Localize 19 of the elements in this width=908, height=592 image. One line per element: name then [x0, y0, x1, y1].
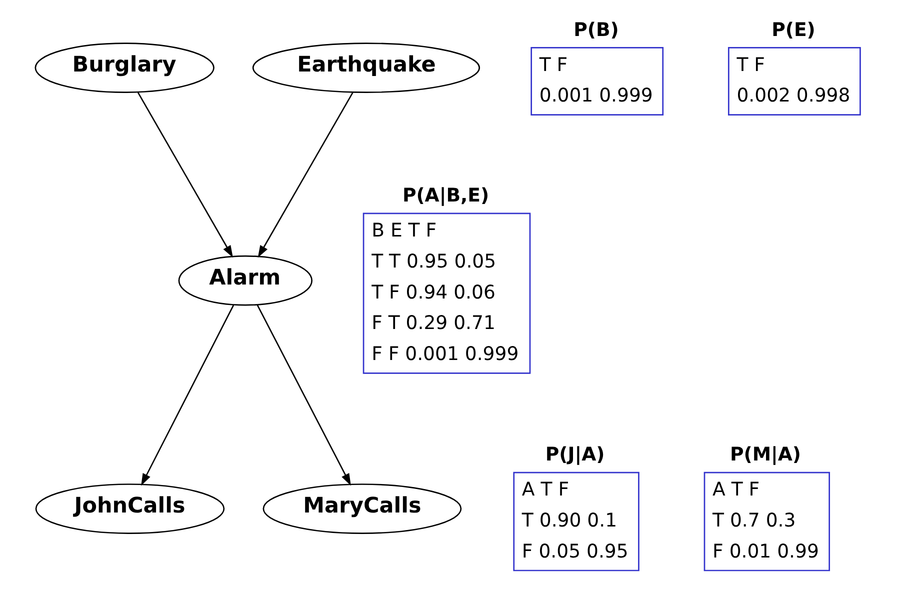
node-label: P(A|B,E): [402, 186, 489, 207]
node-label: P(M|A): [730, 444, 801, 466]
node-ellipse: Earthquake: [252, 42, 480, 93]
node-ellipse: Burglary: [34, 42, 214, 93]
node-label: P(E): [771, 20, 815, 41]
node-box: T F 0.001 0.999: [530, 47, 664, 116]
node-ellipse: MaryCalls: [262, 484, 462, 534]
arrow: [257, 92, 353, 258]
arrow: [256, 304, 350, 486]
node-box: B E T F T T 0.95 0.05 T F 0.94 0.06 F T 0.29 0.71 F F 0.001 0.999: [362, 212, 530, 374]
node-box: A T F T 0.7 0.3 F 0.01 0.99: [703, 472, 830, 572]
node-ellipse: JohnCalls: [34, 484, 224, 534]
arrow: [140, 304, 234, 486]
node-ellipse: Alarm: [178, 255, 312, 306]
node-label: P(B): [573, 20, 618, 41]
node-box: T F 0.002 0.998: [727, 47, 860, 116]
node-label: P(J|A): [544, 444, 604, 466]
node-box: A T F T 0.90 0.1 F 0.05 0.95: [512, 472, 639, 572]
arrow: [136, 92, 232, 258]
